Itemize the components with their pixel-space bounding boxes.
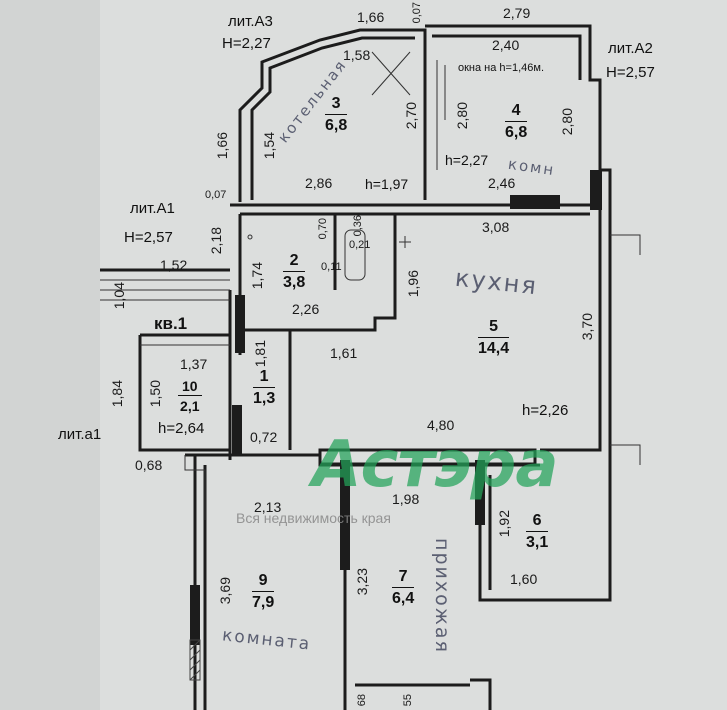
dim-021: 0,21 (349, 239, 371, 251)
label-window-note: окна на h=1,46м. (458, 62, 544, 74)
dim-104: 1,04 (111, 282, 127, 310)
dim-068: 0,68 (135, 457, 163, 473)
room-7: 7 6,4 (392, 568, 415, 608)
dim-166-top: 1,66 (357, 9, 385, 25)
label-lit-a1: лит.А1 (130, 200, 175, 217)
room-number: 2 (283, 252, 306, 272)
label-lit-a1-small: лит.а1 (58, 426, 102, 443)
dim-218: 2,18 (208, 227, 224, 255)
dim-226: 2,26 (292, 301, 320, 317)
dim-166-left: 1,66 (214, 132, 230, 160)
room-number: 3 (325, 95, 348, 115)
dim-280-a: 2,80 (454, 102, 470, 130)
label-h-a1-small: h=2,64 (158, 420, 205, 437)
dim-198: 1,98 (392, 491, 420, 507)
dim-279: 2,79 (503, 5, 531, 21)
room-number: 10 (178, 378, 202, 396)
dim-270: 2,70 (403, 102, 419, 130)
dim-072: 0,72 (250, 429, 278, 445)
dim-192: 1,92 (496, 510, 512, 538)
dim-011: 0,11 (321, 261, 342, 273)
room-area: 3,1 (526, 534, 549, 551)
dim-370: 3,70 (579, 313, 595, 341)
label-h-a1: H=2,57 (124, 229, 173, 246)
room-3: 3 6,8 (325, 95, 348, 135)
room-area: 6,8 (505, 124, 528, 141)
dim-369: 3,69 (217, 577, 233, 605)
dim-181: 1,81 (252, 340, 268, 368)
room-number: 1 (253, 368, 276, 388)
dim-137: 1,37 (180, 356, 208, 372)
room-1: 1 1,3 (253, 368, 276, 408)
label-h-197: h=1,97 (365, 176, 409, 192)
dim-213: 2,13 (254, 499, 282, 515)
watermark-tagline: Вся недвижимость края (236, 510, 391, 526)
label-h-227: h=2,27 (445, 152, 489, 168)
room-area: 2,1 (180, 398, 200, 414)
label-h-226: h=2,26 (522, 402, 569, 419)
room-number: 4 (505, 102, 528, 122)
watermark-logo: Астэра (312, 428, 558, 502)
dim-480: 4,80 (427, 417, 455, 433)
label-apartment: кв.1 (154, 314, 188, 333)
dim-007-left: 0,07 (205, 189, 227, 201)
room-5: 5 14,4 (478, 318, 510, 358)
room-area: 7,9 (252, 594, 275, 611)
room-number: 6 (526, 512, 549, 532)
room-area: 6,8 (325, 117, 348, 134)
dim-68b: 68 (356, 694, 368, 707)
dim-154: 1,54 (261, 132, 277, 160)
dim-55: 55 (402, 694, 414, 707)
hand-prihozhaya: прихожая (430, 538, 453, 654)
dim-007-top: 0,07 (411, 2, 423, 24)
dim-036: 0,36 (352, 215, 364, 237)
room-4: 4 6,8 (505, 102, 528, 142)
dim-161: 1,61 (330, 345, 358, 361)
dim-240: 2,40 (492, 37, 520, 53)
label-lit-a2: лит.А2 (608, 40, 653, 57)
room-number: 7 (392, 568, 415, 588)
dim-246: 2,46 (488, 175, 516, 191)
dim-280-b: 2,80 (559, 108, 575, 136)
dim-152: 1,52 (160, 257, 188, 273)
dim-184: 1,84 (109, 380, 125, 408)
room-6: 6 3,1 (526, 512, 549, 552)
room-area: 1,3 (253, 390, 276, 407)
room-number: 9 (252, 572, 275, 592)
room-area: 14,4 (478, 340, 510, 357)
label-h-a2: H=2,57 (606, 64, 655, 81)
dim-308: 3,08 (482, 219, 510, 235)
dim-286: 2,86 (305, 175, 333, 191)
room-9: 9 7,9 (252, 572, 275, 612)
dim-150: 1,50 (147, 380, 163, 408)
dim-323: 3,23 (354, 568, 370, 596)
dim-174: 1,74 (249, 262, 265, 290)
dim-196: 1,96 (405, 270, 421, 298)
label-lit-a3: лит.А3 (228, 13, 273, 30)
dim-160: 1,60 (510, 571, 538, 587)
dim-158: 1,58 (343, 47, 371, 63)
room-area: 3,8 (283, 274, 306, 291)
label-h-a3: H=2,27 (222, 35, 271, 52)
dim-070: 0,70 (317, 218, 329, 240)
room-number: 5 (478, 318, 510, 338)
room-10: 10 2,1 (178, 378, 202, 414)
room-area: 6,4 (392, 590, 415, 607)
room-2: 2 3,8 (283, 252, 306, 292)
